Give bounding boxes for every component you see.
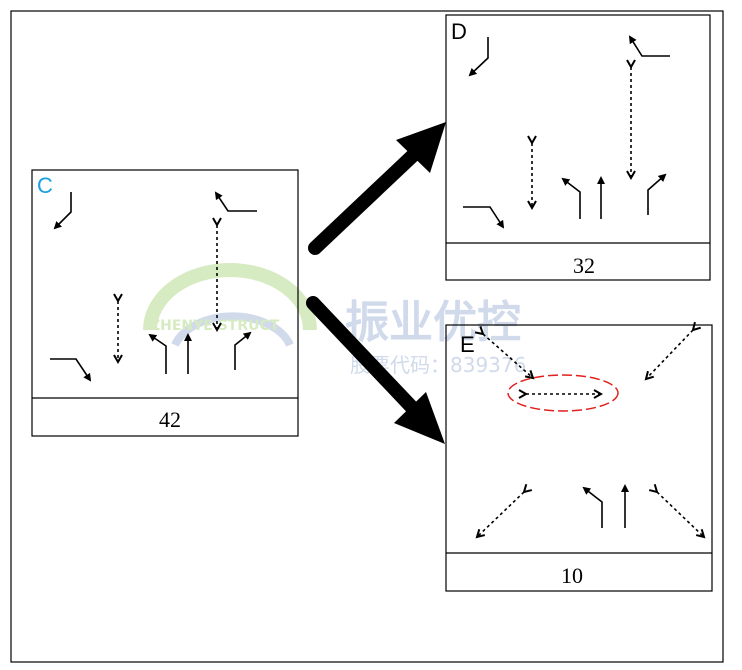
panel-c-value: 42 bbox=[159, 407, 181, 432]
northbound-left-turn-arrow-icon bbox=[148, 333, 167, 374]
panel-e: E 10 bbox=[445, 324, 713, 592]
panel-e-frame bbox=[445, 324, 713, 592]
panel-d-label: D bbox=[451, 19, 467, 44]
panel-c-label: C bbox=[37, 173, 53, 198]
diagonal-pedestrian-top-right-icon bbox=[646, 330, 693, 379]
panel-c: C 42 bbox=[31, 169, 299, 437]
eastbound-right-turn-arrow-icon bbox=[463, 206, 505, 229]
diagonal-pedestrian-top-left-icon bbox=[483, 334, 533, 378]
northbound-left-turn-arrow-icon bbox=[582, 486, 603, 528]
panel-d-frame bbox=[445, 14, 711, 281]
transition-arrow-to-e-icon bbox=[306, 296, 429, 425]
panel-c-frame bbox=[31, 169, 299, 437]
transition-arrow-to-d-head-icon bbox=[396, 122, 446, 173]
diagonal-pedestrian-bottom-right-icon bbox=[657, 492, 704, 537]
watermark-title: 振业优控 bbox=[345, 297, 521, 348]
westbound-left-turn-arrow-icon bbox=[214, 191, 257, 212]
panel-d: D 32 bbox=[445, 14, 711, 281]
diagonal-pedestrian-bottom-left-icon bbox=[477, 492, 524, 537]
highlight-ellipse bbox=[507, 374, 619, 412]
westbound-left-turn-arrow-icon bbox=[628, 35, 670, 57]
outer-frame bbox=[10, 10, 724, 663]
southbound-left-turn-arrow-icon bbox=[468, 37, 489, 77]
transition-arrow-to-e-head-icon bbox=[394, 392, 445, 444]
watermark-logo-text: ZHENYE STRUCT bbox=[150, 318, 280, 334]
northbound-right-turn-arrow-icon bbox=[234, 331, 252, 370]
watermark-logo-icon bbox=[143, 263, 317, 347]
eastbound-right-turn-arrow-icon bbox=[50, 358, 92, 382]
southbound-left-turn-arrow-icon bbox=[53, 192, 72, 230]
panel-e-value: 10 bbox=[561, 563, 583, 588]
panel-e-label: E bbox=[460, 332, 475, 357]
northbound-right-turn-arrow-icon bbox=[647, 173, 667, 215]
panel-d-value: 32 bbox=[573, 253, 595, 278]
northbound-left-turn-arrow-icon bbox=[561, 177, 581, 219]
transition-arrow-to-d-icon bbox=[308, 138, 431, 255]
